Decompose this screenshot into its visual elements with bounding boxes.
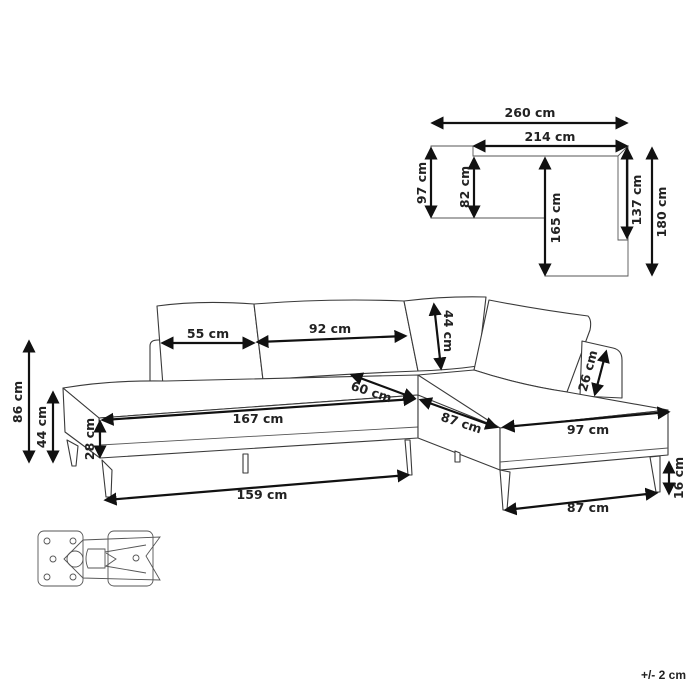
dim-chaise-inner-depth: 165 cm bbox=[548, 193, 563, 244]
dim-right-back-depth: 137 cm bbox=[629, 175, 644, 226]
dim-chaise-width: 97 cm bbox=[567, 422, 609, 437]
dim-total-width: 260 cm bbox=[505, 105, 556, 120]
dim-base-width-left: 159 cm bbox=[237, 487, 288, 502]
dim-left-depth: 97 cm bbox=[414, 162, 429, 204]
dim-seat-height: 44 cm bbox=[34, 406, 49, 448]
dim-seat-width-left: 167 cm bbox=[233, 411, 284, 426]
dim-total-depth: 180 cm bbox=[654, 187, 669, 238]
dim-seat-thickness: 28 cm bbox=[82, 418, 97, 460]
dim-chaise-base-width: 87 cm bbox=[567, 500, 609, 515]
top-view-plan: 260 cm 214 cm 97 cm 82 cm 165 cm 137 cm … bbox=[414, 105, 669, 277]
dim-cushion-height: 44 cm bbox=[441, 310, 456, 352]
dim-leg-height: 16 cm bbox=[671, 457, 686, 499]
dim-total-height: 86 cm bbox=[10, 381, 25, 423]
dim-cushion-small-width: 55 cm bbox=[187, 326, 229, 341]
dim-seat-depth-left: 82 cm bbox=[457, 166, 472, 208]
dim-back-width: 214 cm bbox=[525, 129, 576, 144]
tolerance-note: +/- 2 cm bbox=[640, 668, 686, 682]
connector-bracket-icon bbox=[37, 530, 161, 587]
back-cushion-middle bbox=[253, 299, 419, 381]
back-cushion-left bbox=[156, 301, 264, 387]
dim-cushion-large-width: 92 cm bbox=[309, 321, 351, 336]
